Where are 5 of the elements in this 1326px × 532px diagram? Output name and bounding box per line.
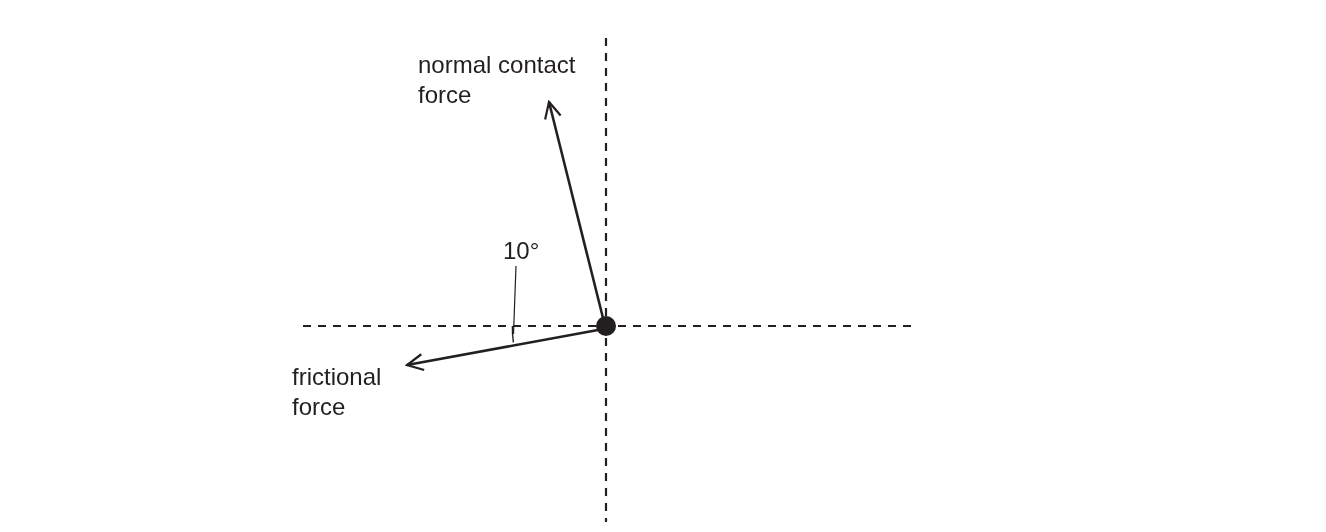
angle-label: 10° <box>503 236 540 266</box>
angle-arc <box>511 325 515 343</box>
force-label: normal contact force <box>418 50 577 110</box>
force-label: frictional force <box>292 362 383 422</box>
leader-line <box>512 265 517 335</box>
